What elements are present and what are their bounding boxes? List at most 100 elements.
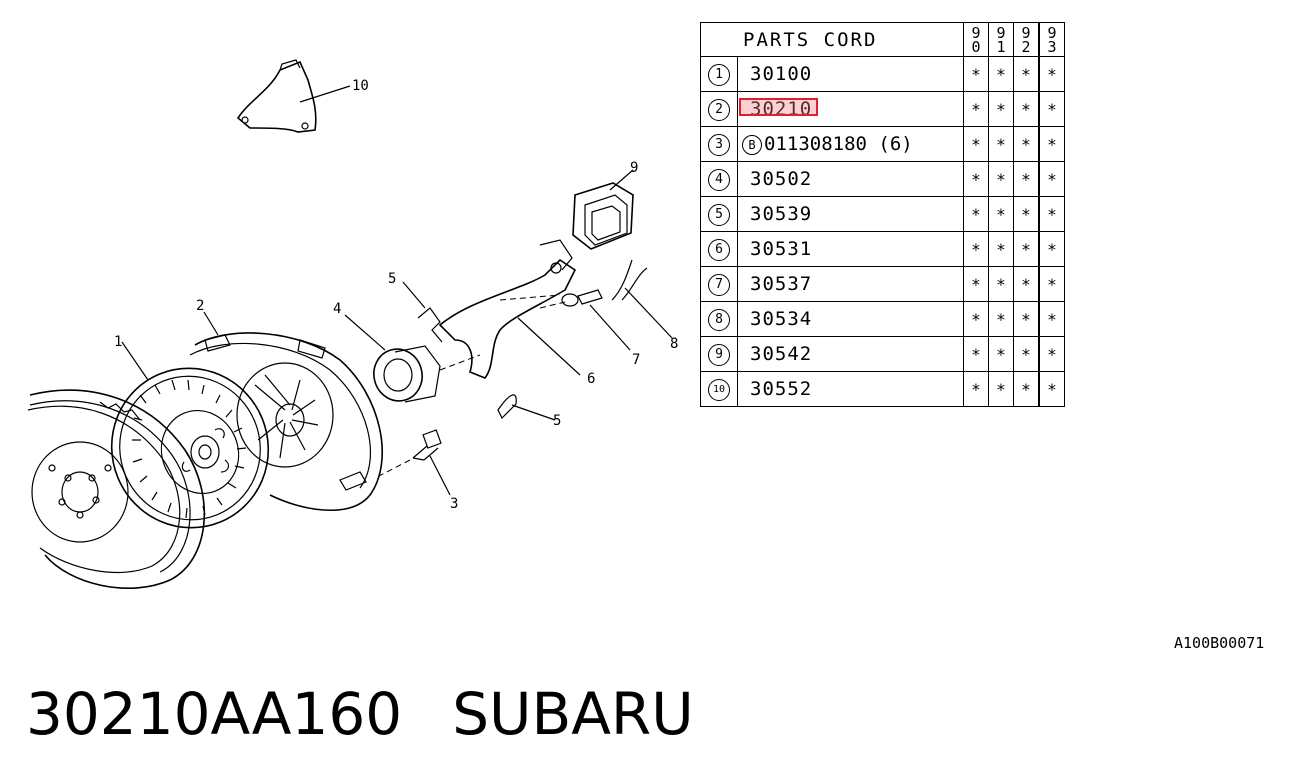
year-mark: * bbox=[988, 126, 1014, 162]
year-mark: * bbox=[1013, 266, 1040, 302]
row-index: 10 bbox=[708, 379, 730, 401]
year-mark: * bbox=[988, 301, 1014, 337]
year-mark: * bbox=[1038, 161, 1065, 197]
year-mark: * bbox=[1038, 231, 1065, 267]
boot-drawing bbox=[572, 169, 634, 250]
row-index: 7 bbox=[708, 273, 730, 296]
callout-1: 1 bbox=[114, 334, 122, 350]
callout-2: 2 bbox=[196, 298, 204, 314]
release-bearing-drawing bbox=[344, 314, 481, 403]
row-index: 4 bbox=[708, 168, 730, 191]
spring-clip-drawing bbox=[611, 259, 673, 339]
part-code: 30531 bbox=[737, 231, 964, 267]
year-92-label: 92 bbox=[1021, 23, 1031, 56]
year-mark: * bbox=[988, 161, 1014, 197]
year-mark: * bbox=[963, 161, 989, 197]
part-code: 30542 bbox=[737, 336, 964, 372]
year-mark: * bbox=[988, 231, 1014, 267]
part-number: 30210AA160 bbox=[26, 680, 403, 748]
year-mark: * bbox=[963, 126, 989, 162]
year-header-93: 93 bbox=[1038, 22, 1065, 57]
table-row: 4 30502 * * * * bbox=[700, 161, 1065, 197]
table-row: 6 30531 * * * * bbox=[700, 231, 1065, 267]
year-mark: * bbox=[1038, 91, 1065, 127]
bolt-drawing bbox=[374, 429, 451, 496]
pivot-drawing bbox=[539, 289, 631, 351]
year-mark: * bbox=[1038, 266, 1065, 302]
year-mark: * bbox=[963, 231, 989, 267]
callout-6: 6 bbox=[587, 371, 595, 387]
row-index: 6 bbox=[708, 238, 730, 261]
clip-upper-drawing bbox=[402, 281, 443, 343]
highlighted-part-code[interactable]: 30210 bbox=[738, 98, 819, 120]
part-code: 30537 bbox=[737, 266, 964, 302]
table-row-highlighted: 2 30210 * * * * bbox=[700, 91, 1065, 127]
table-row: 1 30100 * * * * bbox=[700, 56, 1065, 92]
year-header-92: 92 bbox=[1013, 22, 1040, 57]
parts-cord-header: PARTS CORD bbox=[700, 22, 964, 57]
year-mark: * bbox=[963, 301, 989, 337]
callout-7: 7 bbox=[632, 352, 640, 368]
year-header-91: 91 bbox=[988, 22, 1014, 57]
year-mark: * bbox=[1013, 336, 1040, 372]
table-row: 5 30539 * * * * bbox=[700, 196, 1065, 232]
year-mark: * bbox=[963, 56, 989, 92]
clutch-disc-drawing bbox=[110, 367, 270, 529]
bolt-prefix-badge: B bbox=[742, 134, 762, 155]
year-mark: * bbox=[1013, 126, 1040, 162]
year-mark: * bbox=[1038, 196, 1065, 232]
year-mark: * bbox=[988, 336, 1014, 372]
row-index: 5 bbox=[708, 203, 730, 226]
year-mark: * bbox=[1013, 56, 1040, 92]
part-code: 011308180 (6) bbox=[764, 133, 913, 155]
year-90-label: 90 bbox=[971, 23, 981, 56]
year-header-90: 90 bbox=[963, 22, 989, 57]
bracket-drawing bbox=[236, 59, 351, 133]
year-mark: * bbox=[963, 196, 989, 232]
year-91-label: 91 bbox=[996, 23, 1006, 56]
clutch-exploded-diagram: 1 2 3 4 5 5 6 7 8 9 10 bbox=[27, 59, 678, 590]
table-row: 8 30534 * * * * bbox=[700, 301, 1065, 337]
part-code: 30100 bbox=[737, 56, 964, 92]
year-mark: * bbox=[1013, 371, 1040, 407]
year-mark: * bbox=[963, 371, 989, 407]
callout-8: 8 bbox=[670, 336, 678, 352]
callout-3: 3 bbox=[450, 496, 458, 512]
table-row: 7 30537 * * * * bbox=[700, 266, 1065, 302]
year-mark: * bbox=[988, 91, 1014, 127]
brand-name: SUBARU bbox=[452, 680, 694, 748]
callout-5-upper: 5 bbox=[388, 271, 396, 287]
part-code: 30534 bbox=[737, 301, 964, 337]
year-mark: * bbox=[1038, 336, 1065, 372]
part-title: 30210AA160 SUBARU bbox=[26, 680, 694, 748]
callout-4: 4 bbox=[333, 301, 341, 317]
year-mark: * bbox=[1013, 231, 1040, 267]
year-mark: * bbox=[1038, 301, 1065, 337]
table-row: 10 30552 * * * * bbox=[700, 371, 1065, 407]
part-code: 30552 bbox=[737, 371, 964, 407]
year-mark: * bbox=[1013, 301, 1040, 337]
row-index: 2 bbox=[708, 98, 730, 121]
callout-5-lower: 5 bbox=[553, 413, 561, 429]
year-mark: * bbox=[1013, 161, 1040, 197]
row-index: 9 bbox=[708, 343, 730, 366]
year-93-label: 93 bbox=[1047, 23, 1057, 56]
diagram-reference-code: A100B00071 bbox=[1174, 634, 1265, 652]
year-mark: * bbox=[988, 196, 1014, 232]
part-code: 30502 bbox=[737, 161, 964, 197]
year-mark: * bbox=[963, 336, 989, 372]
year-mark: * bbox=[1013, 196, 1040, 232]
year-mark: * bbox=[1013, 91, 1040, 127]
year-mark: * bbox=[1038, 371, 1065, 407]
row-index: 3 bbox=[708, 133, 730, 156]
year-mark: * bbox=[963, 266, 989, 302]
year-mark: * bbox=[963, 91, 989, 127]
year-mark: * bbox=[988, 371, 1014, 407]
year-mark: * bbox=[988, 56, 1014, 92]
row-index: 8 bbox=[708, 308, 730, 331]
row-index: 1 bbox=[708, 63, 730, 86]
callout-9: 9 bbox=[630, 160, 638, 176]
parts-table-header-row: PARTS CORD 90 91 92 93 bbox=[700, 22, 1065, 57]
part-code: 30539 bbox=[737, 196, 964, 232]
